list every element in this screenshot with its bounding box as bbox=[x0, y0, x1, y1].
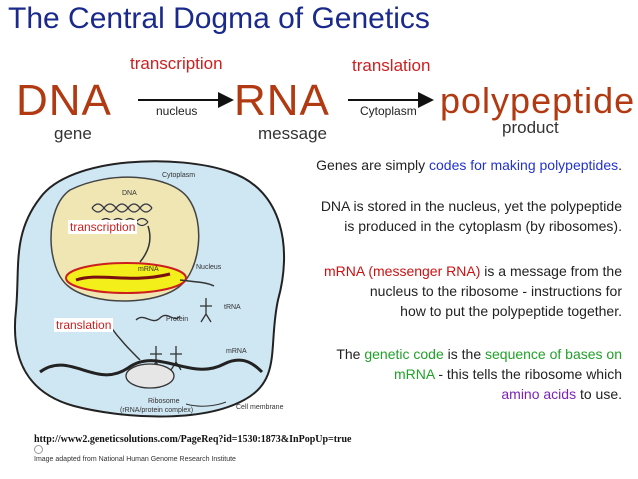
gene-label: gene bbox=[54, 124, 92, 143]
dna-word: DNA bbox=[16, 76, 112, 125]
diagram-mrna-inner: mRNA bbox=[138, 266, 159, 273]
nucleus-arrow-label: nucleus bbox=[156, 104, 198, 118]
ribosome bbox=[125, 363, 175, 389]
polypeptide-word: polypeptide bbox=[440, 80, 636, 121]
message-label: message bbox=[258, 124, 327, 143]
statement-genes: Genes are simply codes for making polype… bbox=[316, 157, 622, 173]
statement-mrna: mRNA (messenger RNA) is a message from t… bbox=[324, 263, 622, 319]
source-url[interactable]: http://www2.geneticsolutions.com/PageReq… bbox=[34, 434, 352, 445]
product-label: product bbox=[502, 118, 559, 137]
rna-word: RNA bbox=[234, 76, 330, 125]
diagram-dna: DNA bbox=[122, 190, 137, 197]
mrna-strand bbox=[75, 272, 171, 282]
diagram-cytoplasm: Cytoplasm bbox=[162, 172, 196, 179]
diagram-nucleus: Nucleus bbox=[196, 264, 222, 271]
page-title: The Central Dogma of Genetics bbox=[8, 2, 430, 35]
statement-dna-location: DNA is stored in the nucleus, yet the po… bbox=[320, 198, 622, 234]
diagram-translation: translation bbox=[54, 318, 114, 332]
trna-molecules bbox=[135, 298, 212, 371]
image-credit: Image adapted from National Human Genome… bbox=[34, 456, 236, 463]
diagram-trna: tRNA bbox=[224, 304, 241, 311]
statement-genetic-code: The genetic code is the sequence of base… bbox=[336, 346, 622, 402]
diagram-protein: Protein bbox=[166, 316, 189, 323]
link-icon bbox=[34, 445, 43, 454]
diagram-mrna-outer: mRNA bbox=[226, 348, 247, 355]
outer-mrna bbox=[39, 358, 264, 377]
diagram-transcription: transcription bbox=[68, 220, 138, 234]
diagram-ribosome-detail: (rRNA/protein complex) bbox=[120, 407, 194, 414]
cell-diagram bbox=[14, 160, 286, 418]
cytoplasm-arrow-label: Cytoplasm bbox=[360, 104, 417, 118]
translation-label: translation bbox=[352, 56, 431, 75]
diagram-cell-membrane: Cell membrane bbox=[236, 404, 284, 411]
diagram-ribosome: Ribosome bbox=[148, 398, 180, 405]
transcription-label: transcription bbox=[130, 54, 223, 73]
